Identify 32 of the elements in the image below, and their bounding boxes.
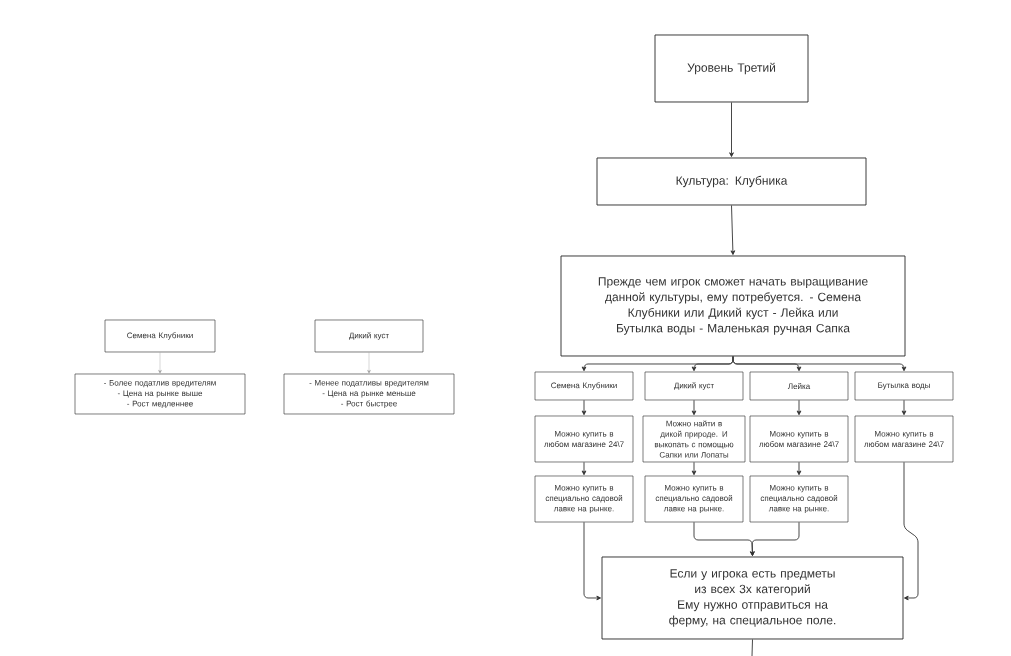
- arrow: [732, 356, 907, 372]
- arrow: [691, 461, 697, 476]
- step-box: Прежде чем игрок сможет начать выращивание данной культуры, ему потребуется. - Семена Клубники или Дикий куст - Лейка или Бутылка воды - Маленькая ручная Сапка: [560, 255, 906, 357]
- step-box: Уровень Третий: [654, 34, 809, 103]
- step-box: Можно купить в специально садовой лавке на рынке.: [644, 475, 744, 523]
- step-box: Бутылка воды: [854, 371, 954, 401]
- arrow: [730, 205, 736, 255]
- step-box: Если у игрока есть предметы из всех 3х категорий Ему нужно отправиться на ферму, на специальное поле.: [601, 556, 904, 640]
- step-box: Можно купить в любом магазине 24\7: [534, 415, 634, 463]
- step-box: - Более податлив вредителям - Цена на рынке выше - Рост медленнее: [74, 373, 246, 415]
- step-box: - Менее податливы вредителям - Цена на рынке меньше - Рост быстрее: [283, 373, 455, 415]
- step-box: Семена Клубники: [534, 371, 634, 401]
- step-box: Можно купить в специально садовой лавке на рынке.: [749, 475, 849, 523]
- step-box: Культура: Клубника: [596, 157, 867, 206]
- arrow: [796, 461, 802, 476]
- arrow: [581, 399, 587, 416]
- step-box: Дикий куст: [644, 371, 744, 401]
- step-box: Семена Клубники: [104, 319, 216, 353]
- arrow: [796, 399, 802, 416]
- step-box: Дикий куст: [314, 319, 424, 353]
- arrow: [583, 521, 601, 601]
- step-box: Можно купить в любом магазине 24\7: [854, 415, 954, 463]
- arrow: [903, 461, 919, 601]
- step-box: Можно купить в любом магазине 24\7: [749, 415, 849, 463]
- arrow: [901, 399, 907, 416]
- step-box: Можно купить в специально садовой лавке на рынке.: [534, 475, 634, 523]
- arrow: [691, 399, 697, 416]
- arrow: [729, 102, 734, 157]
- arrow: [750, 521, 800, 556]
- step-box: Можно найти в дикой природе. И выкопать с помощью Сапки или Лопаты: [642, 415, 746, 463]
- step-box: Лейка: [749, 371, 849, 401]
- arrow: [581, 461, 587, 476]
